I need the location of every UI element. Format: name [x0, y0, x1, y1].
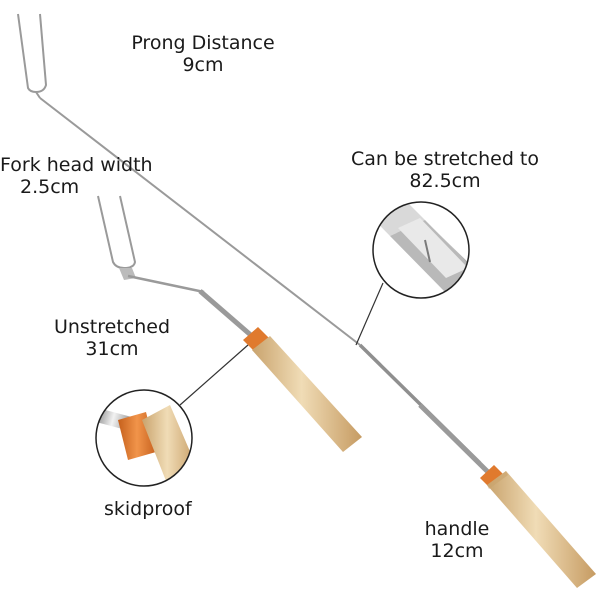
extended-fork-rod-thick — [418, 403, 492, 476]
fork-head-width-label: Fork head width 2.5cm — [0, 154, 153, 198]
zoom-telescopic-joint — [372, 201, 470, 299]
handle-length-value: 12cm — [430, 540, 484, 562]
unstretched-length-title: Unstretched — [53, 316, 171, 338]
unstretched-fork — [97, 195, 362, 452]
unstretched-fork-handle — [252, 336, 362, 452]
stretched-length-label: Can be stretched to 82.5cm — [340, 148, 550, 192]
stretched-length-title: Can be stretched to — [350, 148, 539, 170]
prong-distance-title: Prong Distance — [131, 32, 275, 54]
unstretched-fork-rod-thin — [127, 274, 205, 294]
extended-fork-cap — [480, 465, 507, 491]
stretched-length-value: 82.5cm — [409, 170, 481, 192]
extended-fork — [17, 13, 596, 588]
zoom-top-leader — [355, 282, 384, 346]
zoom-bottom-leader — [179, 344, 249, 406]
unstretched-length-value: 31cm — [85, 338, 139, 360]
unstretched-fork-rod-thick — [198, 289, 255, 339]
unstretched-length-label: Unstretched 31cm — [42, 316, 182, 360]
prong-distance-label: Prong Distance 9cm — [118, 32, 288, 76]
zoom-skidproof-grip — [95, 389, 193, 487]
prong-distance-value: 9cm — [182, 54, 224, 76]
fork-head-width-value: 2.5cm — [20, 176, 80, 198]
extended-fork-prongs — [17, 13, 48, 99]
unstretched-fork-prongs — [97, 195, 137, 277]
handle-length-title: handle — [424, 518, 490, 540]
extended-fork-rod-thin — [39, 97, 361, 346]
fork-head-width-title: Fork head width — [0, 154, 153, 176]
extended-fork-handle — [487, 471, 596, 588]
handle-length-label: handle 12cm — [412, 518, 502, 562]
skidproof-label: skidproof — [104, 498, 192, 520]
